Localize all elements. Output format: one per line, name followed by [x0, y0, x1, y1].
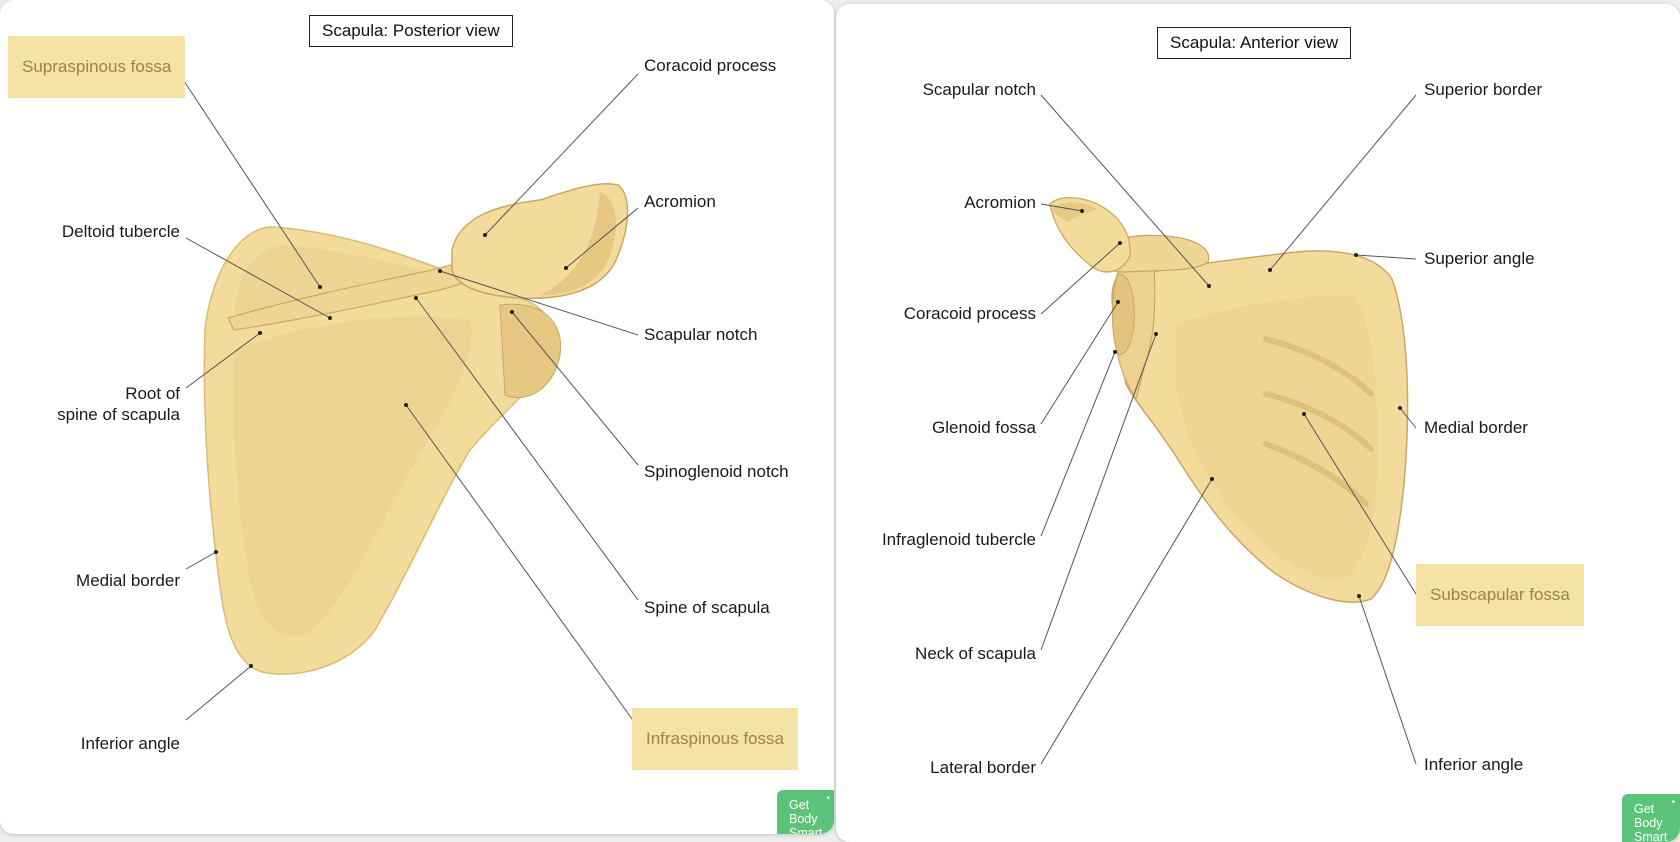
label-acromion-anterior[interactable]: Acromion	[964, 193, 1036, 212]
label-spinoglenoid-notch[interactable]: Spinoglenoid notch	[644, 462, 789, 481]
anterior-leader-dots	[1080, 209, 1402, 598]
posterior-leader-dots	[214, 233, 568, 668]
posterior-glenoid	[499, 303, 562, 399]
anterior-glenoid	[1111, 273, 1135, 355]
label-infraspinous-fossa[interactable]: Infraspinous fossa	[632, 708, 798, 770]
label-superior-border[interactable]: Superior border	[1424, 80, 1543, 99]
leader-inferior-angle-posterior	[185, 665, 252, 721]
label-scapular-notch-posterior[interactable]: Scapular notch	[644, 325, 758, 344]
leader-medial-border-posterior	[185, 551, 217, 570]
anterior-acromion-shade	[1052, 202, 1098, 222]
label-coracoid-process-posterior[interactable]: Coracoid process	[644, 56, 777, 75]
label-neck-of-scapula[interactable]: Neck of scapula	[915, 644, 1036, 663]
leader-superior-border	[1269, 94, 1417, 271]
posterior-scapula-illustration	[181, 73, 641, 731]
leader-coracoid-process-posterior	[484, 73, 639, 236]
leader-medial-border-anterior	[1399, 407, 1417, 429]
leader-spinoglenoid-notch	[511, 311, 639, 466]
badge-line3: Smart	[789, 826, 823, 834]
badge-line1: Get	[789, 798, 810, 812]
label-glenoid-fossa[interactable]: Glenoid fossa	[932, 418, 1036, 437]
label-lateral-border[interactable]: Lateral border	[930, 758, 1036, 777]
label-superior-angle[interactable]: Superior angle	[1424, 249, 1535, 268]
label-supraspinous-fossa[interactable]: Supraspinous fossa	[8, 36, 186, 98]
posterior-supraspinous-shading	[235, 245, 425, 315]
anterior-view-panel: Scapula: Anterior view Scapular notch Su…	[836, 4, 1680, 842]
label-coracoid-process-anterior[interactable]: Coracoid process	[903, 304, 1036, 323]
leader-supraspinous-fossa	[181, 77, 321, 288]
leader-neck-of-scapula	[1040, 333, 1157, 651]
leader-subscapular-fossa	[1303, 413, 1417, 595]
anterior-leader-lines	[1040, 94, 1417, 765]
leader-acromion-posterior	[565, 207, 639, 269]
label-scapular-notch-anterior[interactable]: Scapular notch	[922, 80, 1036, 99]
badge-star-icon: •	[826, 793, 830, 804]
anterior-view-title: Scapula: Anterior view	[1157, 27, 1352, 59]
badge-line1: Get	[1634, 802, 1655, 816]
label-infraglenoid-tubercle[interactable]: Infraglenoid tubercle	[881, 530, 1036, 549]
label-inferior-angle-posterior[interactable]: Inferior angle	[80, 734, 180, 753]
label-root-of-spine-line2[interactable]: spine of scapula	[57, 405, 180, 424]
leader-inferior-angle-anterior	[1358, 595, 1417, 765]
leader-deltoid-tubercle	[185, 237, 331, 319]
leader-coracoid-process-anterior	[1040, 242, 1121, 315]
get-body-smart-badge-right[interactable]: Get Body Smart •	[1622, 794, 1680, 842]
leader-scapular-notch-posterior	[439, 270, 639, 336]
anterior-subscapular-shade	[1176, 295, 1378, 582]
leader-lateral-border	[1040, 478, 1213, 765]
leader-superior-angle	[1355, 254, 1417, 260]
posterior-acromion-shade	[540, 192, 617, 296]
label-medial-border-anterior[interactable]: Medial border	[1424, 418, 1528, 437]
posterior-leader-lines	[181, 73, 641, 731]
badge-star-icon: •	[1671, 797, 1675, 808]
label-inferior-angle-anterior[interactable]: Inferior angle	[1424, 755, 1524, 774]
get-body-smart-badge-left[interactable]: Get Body Smart •	[777, 790, 834, 834]
label-acromion-posterior[interactable]: Acromion	[644, 192, 716, 211]
posterior-view-title: Scapula: Posterior view	[309, 15, 513, 47]
label-root-of-spine-line1[interactable]: Root of	[125, 384, 180, 403]
leader-acromion-anterior	[1040, 203, 1083, 212]
badge-line2: Body	[1634, 816, 1663, 830]
posterior-infraspinous-shading	[233, 316, 472, 637]
label-spine-of-scapula[interactable]: Spine of scapula	[644, 598, 770, 617]
label-medial-border-posterior[interactable]: Medial border	[76, 571, 180, 590]
posterior-view-panel: Scapula: Posterior view Supraspinous fos…	[0, 0, 834, 834]
leader-root-of-spine	[185, 332, 261, 389]
anterior-oblique-ridges	[1263, 336, 1374, 507]
badge-line3: Smart	[1634, 830, 1668, 842]
leader-infraglenoid-tubercle	[1040, 351, 1116, 537]
badge-line2: Body	[789, 812, 818, 826]
leader-infraspinous-fossa	[405, 404, 641, 731]
leader-glenoid-fossa	[1040, 301, 1119, 425]
anterior-scapula-illustration	[1040, 94, 1417, 765]
leader-spine-of-scapula	[415, 297, 639, 601]
label-subscapular-fossa[interactable]: Subscapular fossa	[1416, 564, 1584, 626]
label-deltoid-tubercle[interactable]: Deltoid tubercle	[61, 222, 180, 241]
leader-scapular-notch-anterior	[1040, 94, 1210, 287]
